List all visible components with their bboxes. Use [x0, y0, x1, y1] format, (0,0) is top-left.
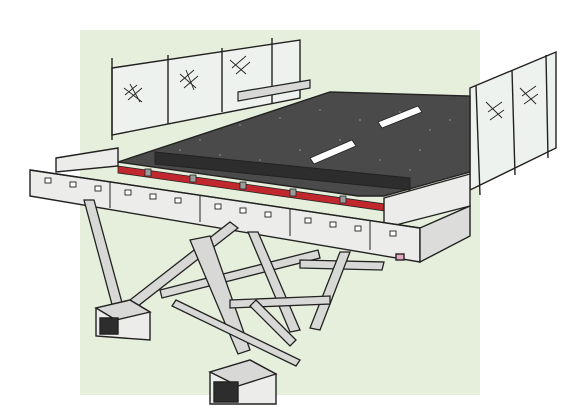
lane-marking: [309, 105, 423, 165]
noise-barrier-right: [469, 50, 557, 196]
noise-barrier-left: [111, 38, 301, 140]
guard-rail: [237, 79, 311, 102]
box-girder-left: [94, 299, 152, 341]
road-deck: [117, 91, 471, 197]
concrete-slab: [29, 147, 471, 264]
steel-bracing: [83, 199, 385, 367]
box-girder-center: [208, 359, 278, 405]
